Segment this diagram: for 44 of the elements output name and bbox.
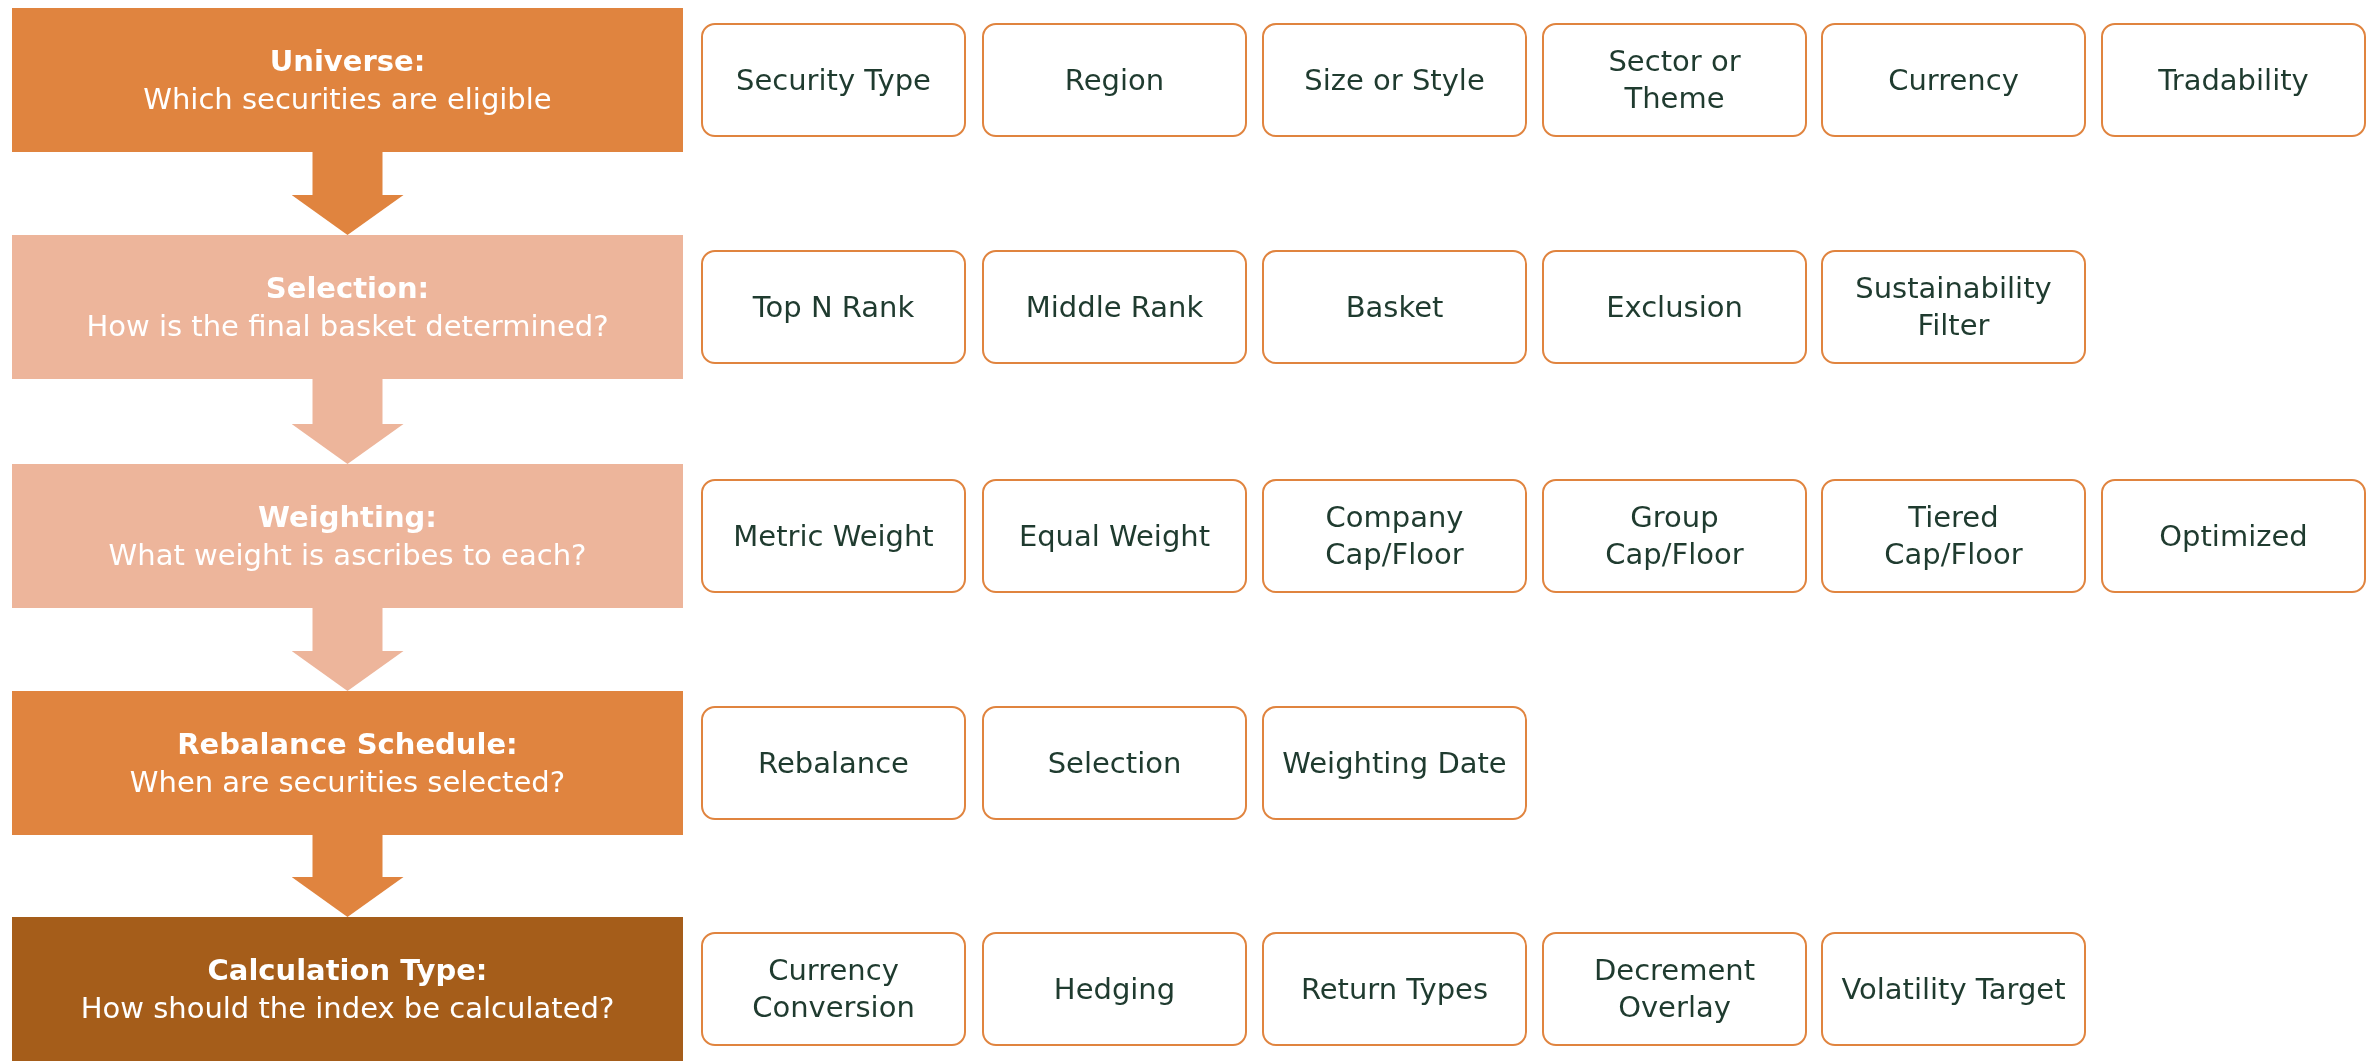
option-box: Currency — [1821, 23, 2086, 137]
option-box: Weighting Date — [1262, 706, 1527, 820]
step-heading: Selection: — [265, 270, 430, 307]
option-box: Security Type — [701, 23, 966, 137]
option-box: Decrement Overlay — [1542, 932, 1807, 1046]
option-box: Currency Conversion — [701, 932, 966, 1046]
option-box: Exclusion — [1542, 250, 1807, 364]
step-question: What weight is ascribes to each? — [108, 537, 587, 574]
option-box: Optimized — [2101, 479, 2366, 593]
down-arrow — [291, 608, 404, 691]
option-box: Return Types — [1262, 932, 1527, 1046]
step-question: How is the final basket determined? — [86, 308, 609, 345]
step-question: How should the index be calculated? — [80, 990, 615, 1027]
option-box: Metric Weight — [701, 479, 966, 593]
option-box: Equal Weight — [982, 479, 1247, 593]
step-heading: Universe: — [269, 43, 426, 80]
option-box: Middle Rank — [982, 250, 1247, 364]
option-box: Size or Style — [1262, 23, 1527, 137]
option-box: Group Cap/Floor — [1542, 479, 1807, 593]
option-box: Basket — [1262, 250, 1527, 364]
step-question: When are securities selected? — [129, 764, 566, 801]
down-arrow — [291, 379, 404, 464]
step-box — [12, 691, 683, 835]
option-box: Company Cap/Floor — [1262, 479, 1527, 593]
option-box: Tradability — [2101, 23, 2366, 137]
step-heading: Calculation Type: — [207, 952, 488, 989]
option-box: Hedging — [982, 932, 1247, 1046]
step-box — [12, 917, 683, 1061]
step-heading: Weighting: — [258, 499, 437, 536]
down-arrow — [291, 152, 404, 235]
down-arrow — [291, 835, 404, 917]
option-box: Sustainability Filter — [1821, 250, 2086, 364]
step-box — [12, 464, 683, 608]
option-box: Tiered Cap/Floor — [1821, 479, 2086, 593]
step-question: Which securities are eligible — [143, 81, 552, 118]
option-box: Selection — [982, 706, 1247, 820]
option-box: Sector or Theme — [1542, 23, 1807, 137]
step-heading: Rebalance Schedule: — [177, 726, 518, 763]
step-box — [12, 235, 683, 379]
option-box: Rebalance — [701, 706, 966, 820]
step-box — [12, 8, 683, 152]
option-box: Region — [982, 23, 1247, 137]
option-box: Top N Rank — [701, 250, 966, 364]
option-box: Volatility Target — [1821, 932, 2086, 1046]
